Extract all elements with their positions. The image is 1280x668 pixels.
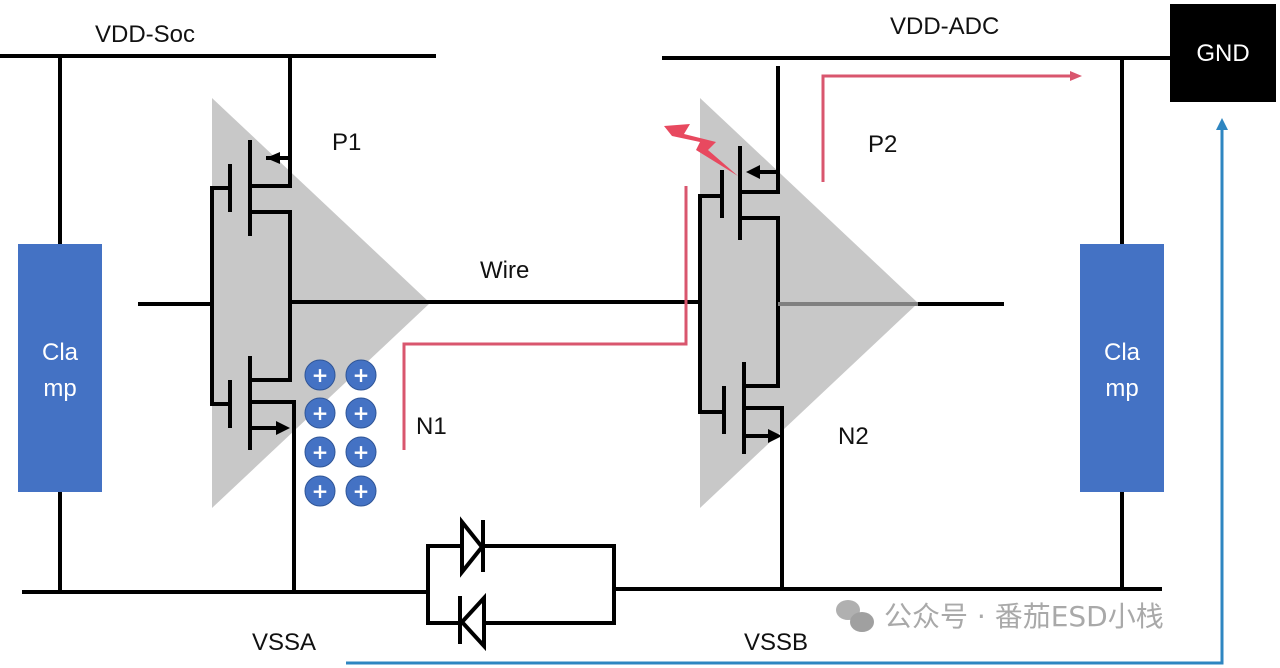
plus-sign: + (312, 363, 329, 387)
vdd-adc-label: VDD-ADC (890, 13, 999, 40)
n2-arrow (768, 429, 782, 443)
plus-sign: + (353, 363, 370, 387)
plus-sign: + (353, 401, 370, 425)
watermark-text: 公众号 · 番茄ESD小栈 (884, 600, 1164, 633)
positive-charge (304, 475, 336, 507)
clamp-left-label-2: mp (43, 375, 76, 402)
clamp-right: Cla mp (1080, 244, 1164, 492)
positive-charge (345, 436, 377, 468)
return-path-arrow (1216, 118, 1228, 130)
positive-charge (345, 359, 377, 391)
inverter-left-circuit (138, 56, 700, 592)
watermark: 公众号 · 番茄ESD小栈 (836, 600, 1164, 633)
positive-charge (345, 475, 377, 507)
esd-path-n1 (402, 186, 688, 450)
n1-label: N1 (416, 413, 447, 440)
esd-path-arrow (1070, 71, 1082, 81)
clamp-left-label-1: Cla (42, 339, 79, 366)
vdd-soc-label: VDD-Soc (95, 21, 195, 48)
gnd-box: GND (1160, 4, 1276, 102)
plus-sign: + (353, 479, 370, 503)
n2-label: N2 (838, 423, 869, 450)
positive-charges: + + + + + + + + (304, 359, 377, 507)
plus-sign: + (312, 479, 329, 503)
diode-pair (414, 520, 616, 644)
lightning-icon (664, 124, 738, 176)
positive-charge (304, 359, 336, 391)
diode-top-icon (460, 516, 485, 578)
clamp-right-label-1: Cla (1104, 339, 1141, 366)
wire-label: Wire (480, 257, 529, 284)
clamp-right-label-2: mp (1105, 375, 1138, 402)
positive-charge (304, 397, 336, 429)
positive-charge (304, 436, 336, 468)
p1-label: P1 (332, 129, 361, 156)
p2-label: P2 (868, 131, 897, 158)
p2-arrow (746, 165, 760, 179)
diode-bottom-icon (459, 592, 486, 652)
gnd-label: GND (1196, 40, 1249, 67)
plus-sign: + (312, 401, 329, 425)
clamp-left: Cla mp (18, 244, 102, 492)
n1-arrow (276, 421, 290, 435)
esd-path-p2 (821, 74, 1072, 182)
positive-charge (345, 397, 377, 429)
vssa-label: VSSA (252, 629, 316, 656)
wechat-icon (836, 600, 874, 632)
plus-sign: + (312, 440, 329, 464)
return-path (346, 128, 1224, 665)
vssb-label: VSSB (744, 629, 808, 656)
plus-sign: + (353, 440, 370, 464)
